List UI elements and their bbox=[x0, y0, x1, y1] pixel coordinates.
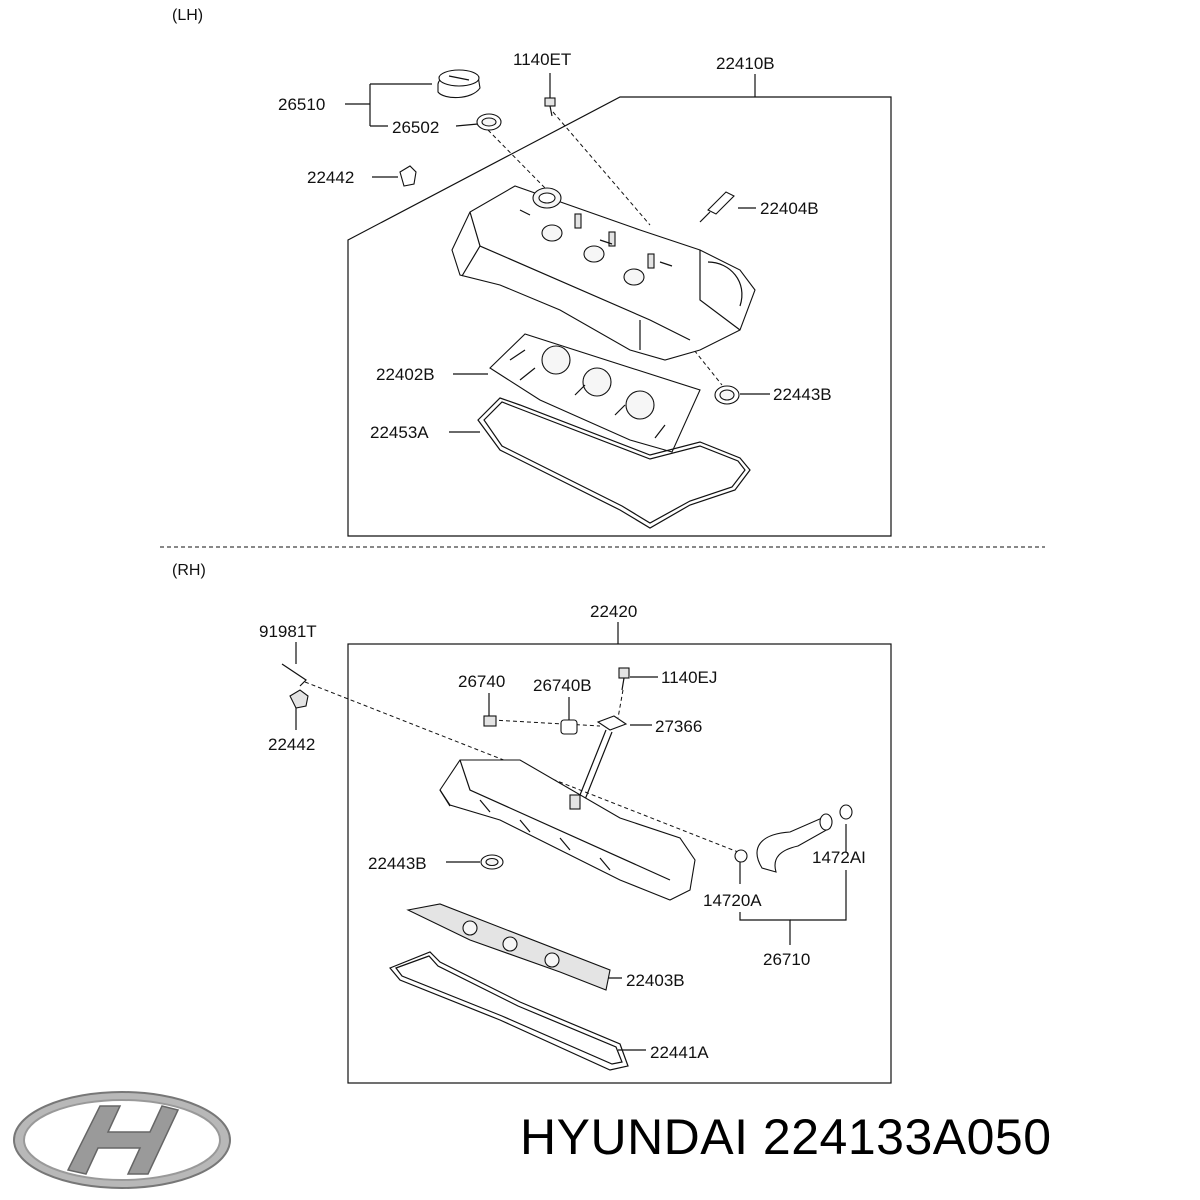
lh-label-22442: 22442 bbox=[307, 168, 354, 187]
rh-leader-14720A-26710 bbox=[739, 862, 791, 945]
clamp-14720A-part bbox=[734, 849, 748, 863]
rh-label-1140EJ: 1140EJ bbox=[661, 668, 717, 687]
rh-label-22420: 22420 bbox=[590, 602, 637, 621]
cap-gasket-part bbox=[476, 113, 502, 131]
rh-label-26740: 26740 bbox=[458, 672, 505, 691]
gasket-22403B-part bbox=[406, 903, 611, 991]
rh-label-22403B: 22403B bbox=[626, 971, 685, 990]
hose-26710-part bbox=[756, 813, 833, 873]
lh-leader-26502 bbox=[455, 123, 479, 127]
lh-label-1140ET: 1140ET bbox=[513, 50, 571, 69]
rh-dash-breather bbox=[491, 719, 601, 727]
pin-91981T-part bbox=[281, 663, 307, 687]
lh-label-22402B: 22402B bbox=[376, 365, 435, 384]
lh-section: (LH) 1140ET 22410B 26510 26502 22442 224… bbox=[172, 7, 892, 537]
lh-label-26502: 26502 bbox=[392, 118, 439, 137]
plug-22442-rh-part bbox=[289, 689, 309, 709]
oil-cap-part bbox=[437, 69, 481, 99]
rh-label-22443B: 22443B bbox=[368, 854, 427, 873]
plug-22442-part bbox=[399, 165, 417, 187]
tube-27366-part bbox=[577, 715, 628, 803]
seal-22443B-rh-part bbox=[480, 854, 504, 870]
seal-22443B-part bbox=[714, 385, 740, 405]
rh-label-91981T: 91981T bbox=[259, 622, 317, 641]
lh-dash-bolt bbox=[552, 111, 651, 226]
product-title: HYUNDAI 224133A050 bbox=[520, 1109, 1052, 1165]
lh-label-22410B: 22410B bbox=[716, 54, 775, 73]
rh-dash-bolt bbox=[617, 689, 624, 719]
connector-26740B-part bbox=[560, 719, 578, 735]
lh-label-22453A: 22453A bbox=[370, 423, 429, 442]
rh-label-1472AI: 1472AI bbox=[812, 848, 866, 867]
rh-valve-cover-part bbox=[439, 759, 696, 901]
rh-label-22442: 22442 bbox=[268, 735, 315, 754]
lh-frame bbox=[347, 96, 892, 537]
gasket-22453A-part bbox=[477, 397, 751, 529]
rh-leader-1472AI bbox=[790, 824, 847, 921]
hyundai-logo-icon bbox=[13, 1091, 231, 1189]
sensor-22404B-part bbox=[699, 191, 735, 223]
lh-label-26510: 26510 bbox=[278, 95, 325, 114]
rh-label-26710: 26710 bbox=[763, 950, 810, 969]
clamp-1472AI-part bbox=[839, 804, 853, 820]
gasket-22402B-part bbox=[489, 333, 701, 453]
rh-frame bbox=[347, 643, 892, 1084]
lh-leader-26510 bbox=[345, 83, 432, 127]
lh-label-22404B: 22404B bbox=[760, 199, 819, 218]
gasket-22441A-part bbox=[389, 951, 629, 1071]
rh-section-title: (RH) bbox=[172, 562, 206, 579]
rh-label-22441A: 22441A bbox=[650, 1043, 709, 1062]
rh-label-27366: 27366 bbox=[655, 717, 702, 736]
bolt-1140EJ-part bbox=[618, 667, 630, 691]
lh-label-22443B: 22443B bbox=[773, 385, 832, 404]
rh-label-14720A: 14720A bbox=[703, 891, 762, 910]
lh-valve-cover-part bbox=[451, 185, 756, 361]
lh-dash-cap bbox=[487, 129, 546, 189]
rh-label-26740B: 26740B bbox=[533, 676, 592, 695]
bolt-1140ET-part bbox=[544, 97, 556, 117]
lh-section-title: (LH) bbox=[172, 7, 203, 24]
rh-section: (RH) 22420 91981T 22442 26740 26740B 114… bbox=[172, 562, 892, 1084]
connector-26740-part bbox=[483, 715, 497, 727]
